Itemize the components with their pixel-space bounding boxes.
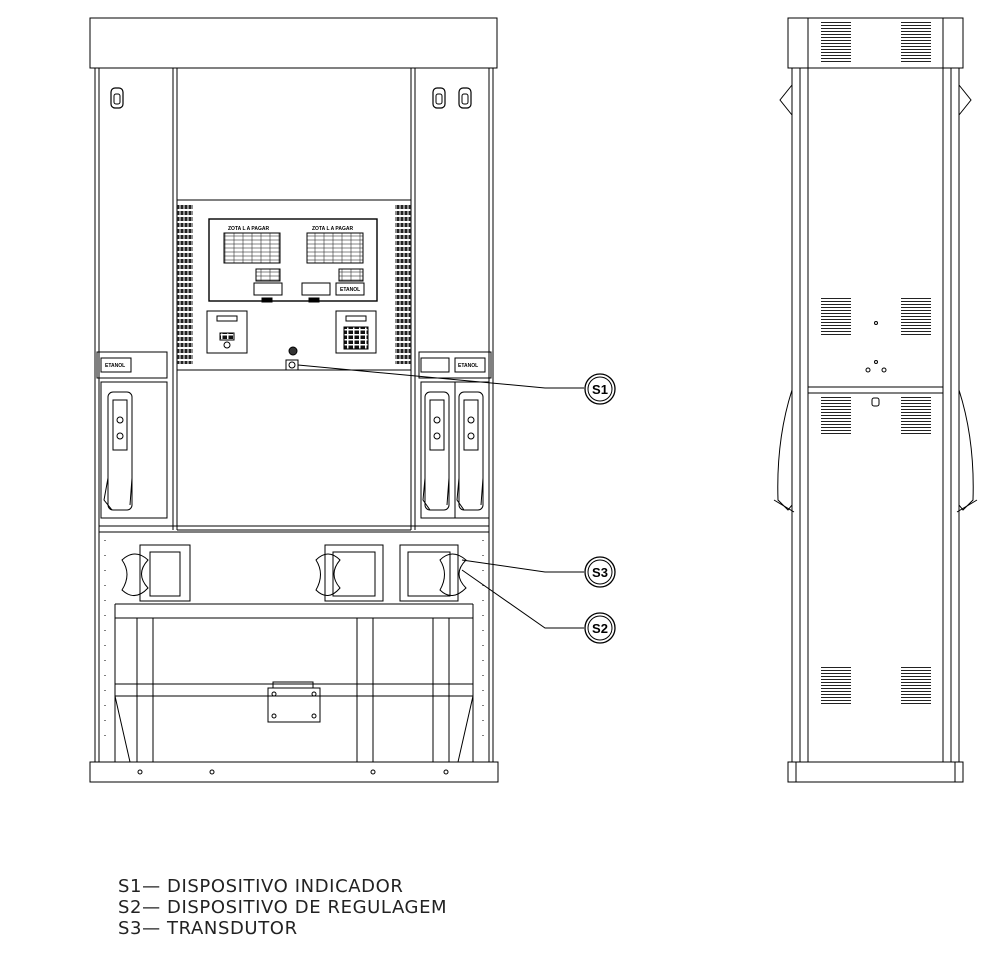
keypad-right (335, 310, 377, 354)
callout-s1-label: S1 (592, 382, 608, 397)
badge-right: ETANOL (458, 363, 478, 369)
price-display (208, 218, 378, 302)
meter-left (121, 544, 191, 602)
legend-item-s3: S3— TRANSDUTOR (118, 918, 298, 939)
meter-center (315, 544, 384, 602)
indicator-lamp (288, 346, 298, 356)
side-canopy (787, 17, 964, 69)
legend-item-s1: S1— DISPOSITIVO INDICADOR (118, 876, 404, 897)
callout-s2: S2 (584, 612, 616, 644)
legend-item-s2: S2— DISPOSITIVO DE REGULAGEM (118, 897, 448, 918)
knob-right-1 (432, 87, 446, 109)
front-base (89, 761, 499, 783)
display-title-left: ZOTA L A PAGAR (228, 226, 269, 232)
nozzle-right-1 (420, 381, 456, 519)
side-view (773, 17, 978, 783)
front-view: ZOTA L A PAGAR ZOTA L A PAGAR ETANOL ETA… (89, 17, 499, 783)
callouts: S1 S3 S2 (297, 364, 616, 644)
legend: S1— DISPOSITIVO INDICADOR S2— DISPOSITIV… (118, 876, 518, 939)
knob-right-2 (458, 87, 472, 109)
nozzle-left (100, 381, 168, 519)
display-badge: ETANOL (340, 287, 360, 293)
leader-s1 (297, 364, 584, 389)
knob-left (110, 87, 124, 109)
keypad-left (206, 310, 248, 354)
callout-s1: S1 (584, 373, 616, 405)
badge-left: ETANOL (105, 363, 125, 369)
nozzle-right-2 (454, 381, 490, 519)
side-body (791, 67, 960, 763)
callout-s2-label: S2 (592, 621, 608, 636)
callout-s3: S3 (584, 556, 616, 588)
callout-s3-label: S3 (592, 565, 608, 580)
canopy (89, 17, 498, 69)
meter-right (399, 544, 467, 602)
display-title-right: ZOTA L A PAGAR (312, 226, 353, 232)
hydraulic-compartment (98, 525, 490, 763)
leader-s3 (461, 559, 584, 573)
leader-s2 (461, 569, 584, 629)
side-base (787, 761, 964, 783)
